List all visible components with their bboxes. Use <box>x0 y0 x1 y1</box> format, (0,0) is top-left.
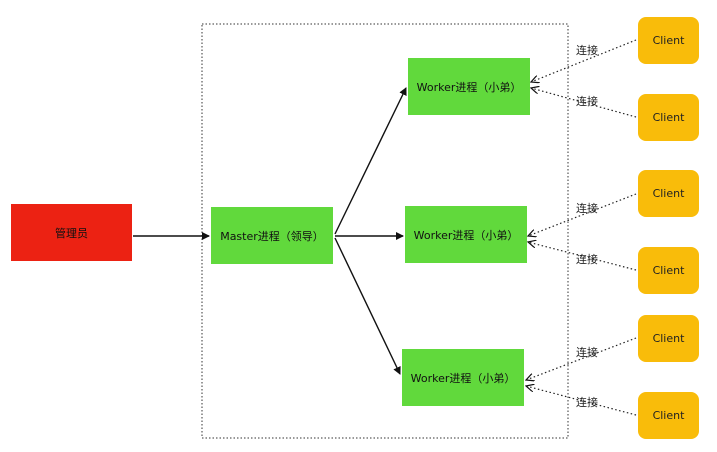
client-node: Client <box>638 170 699 217</box>
client-node: Client <box>638 315 699 362</box>
arrow-client-4-to-worker-2 <box>528 242 637 271</box>
client-label: Client <box>652 332 685 345</box>
connection-label: 连接 <box>576 253 598 266</box>
connection-label: 连接 <box>576 202 598 215</box>
arrow-master-to-worker-3 <box>334 237 401 375</box>
worker-process-node: Worker进程（小弟） <box>402 349 524 406</box>
client-label: Client <box>652 409 685 422</box>
client-node: Client <box>638 17 699 64</box>
client-label: Client <box>652 111 685 124</box>
arrow-client-3-to-worker-2 <box>528 193 637 236</box>
master-process-node: Master进程（领导） <box>211 207 333 264</box>
connection-label: 连接 <box>576 346 598 359</box>
worker-process-node: Worker进程（小弟） <box>405 206 527 263</box>
worker-process-label: Worker进程（小弟） <box>413 228 519 242</box>
client-label: Client <box>652 187 685 200</box>
arrow-client-1-to-worker-1 <box>531 39 637 82</box>
worker-process-label: Worker进程（小弟） <box>410 371 516 385</box>
client-label: Client <box>652 264 685 277</box>
connection-label: 连接 <box>576 95 598 108</box>
client-label: Client <box>652 34 685 47</box>
client-node: Client <box>638 94 699 141</box>
connection-label: 连接 <box>576 396 598 409</box>
admin-node: 管理员 <box>11 204 132 261</box>
arrow-client-6-to-worker-3 <box>526 386 637 416</box>
master-group-boundary <box>201 23 569 439</box>
worker-process-node: Worker进程（小弟） <box>408 58 530 115</box>
arrow-master-to-worker-1 <box>334 87 407 235</box>
client-node: Client <box>638 247 699 294</box>
master-process-label: Master进程（领导） <box>220 229 324 243</box>
worker-process-label: Worker进程（小弟） <box>416 80 522 94</box>
admin-label: 管理员 <box>55 226 88 240</box>
connection-label: 连接 <box>576 44 598 57</box>
client-node: Client <box>638 392 699 439</box>
arrow-client-5-to-worker-3 <box>526 337 637 380</box>
